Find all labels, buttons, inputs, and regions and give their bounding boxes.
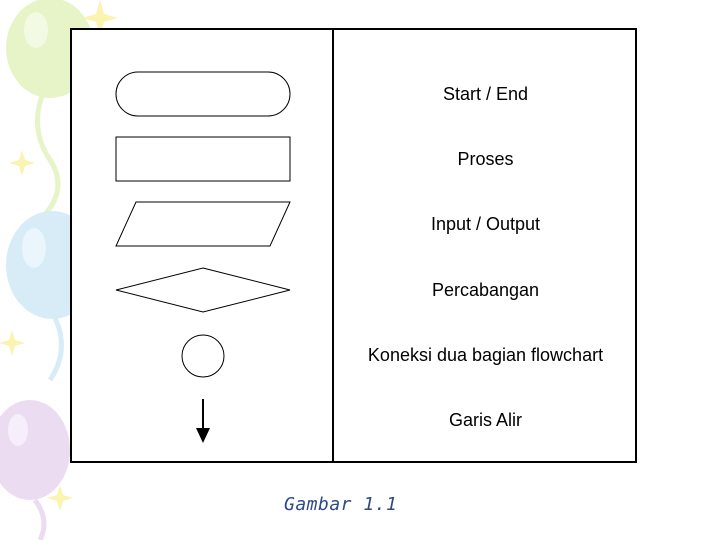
label-koneksi: Koneksi dua bagian flowchart xyxy=(367,345,604,365)
terminator-shape xyxy=(115,71,291,117)
label-start-end: Start / End xyxy=(442,84,529,104)
connector-circle xyxy=(181,334,225,378)
flow-arrow-icon xyxy=(196,399,210,443)
symbol-column xyxy=(115,71,291,443)
process-rectangle xyxy=(115,136,291,182)
column-divider xyxy=(332,30,334,461)
label-percabangan: Percabangan xyxy=(431,280,540,300)
purple-balloon-icon xyxy=(0,400,70,540)
flowchart-symbol-table: Start / End Proses Input / Output Percab… xyxy=(70,28,637,463)
label-proses: Proses xyxy=(457,149,514,169)
io-parallelogram xyxy=(115,201,291,247)
label-input-output: Input / Output xyxy=(430,214,541,234)
figure-caption: Gambar 1.1 xyxy=(284,494,398,515)
sparkle-icon xyxy=(0,0,118,511)
decision-diamond xyxy=(115,267,291,313)
label-garis-alir: Garis Alir xyxy=(448,410,522,430)
